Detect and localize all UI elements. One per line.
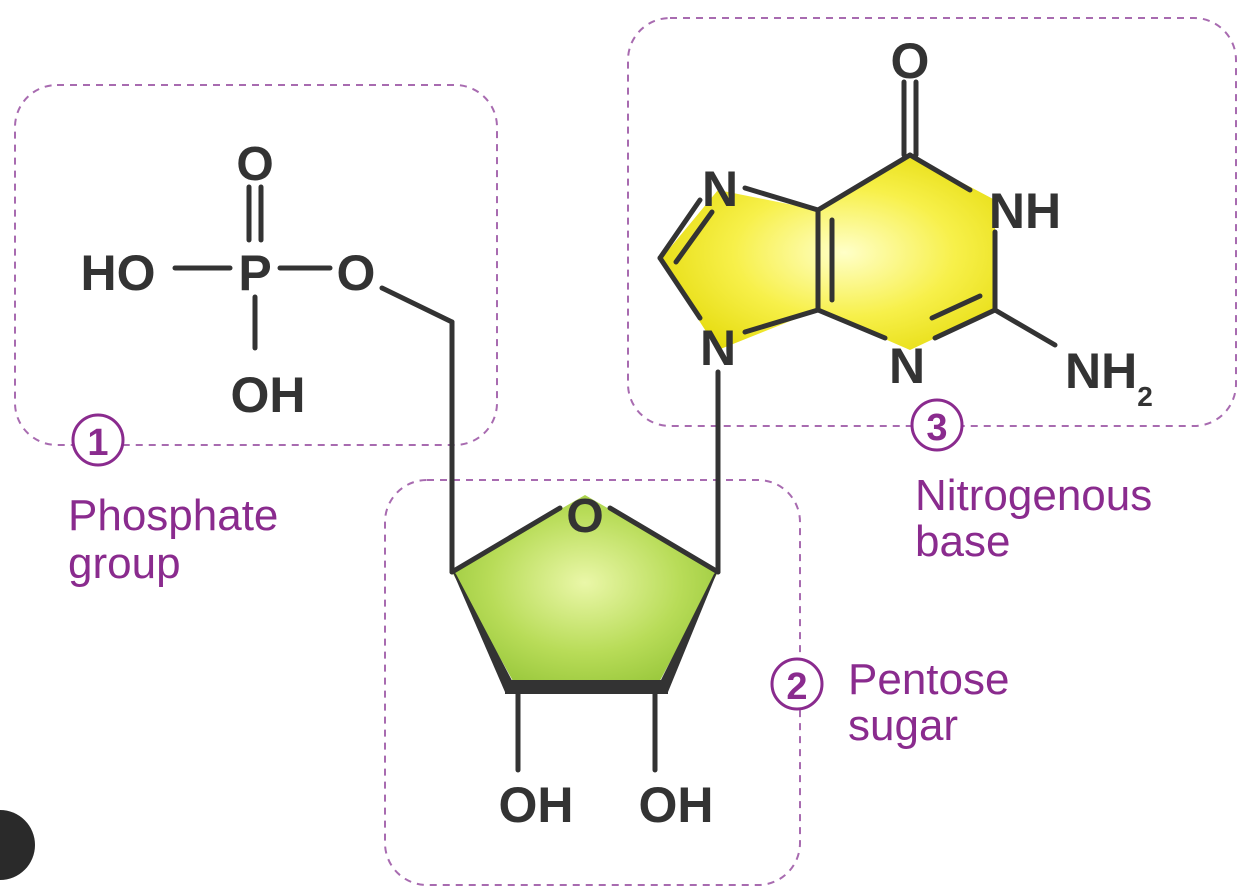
corner-overlay-button[interactable] — [0, 810, 35, 880]
base-label-line1: Nitrogenous — [915, 471, 1152, 520]
phosphate-number: 1 — [87, 422, 108, 464]
sugar-ring-o: O — [566, 490, 603, 543]
base-nh2-main: NH — [1065, 343, 1137, 399]
phosphate-number-circle — [71, 413, 125, 467]
phosphate-o-double: O — [236, 138, 273, 191]
sugar-label-line1: Pentose — [848, 655, 1009, 704]
base-n-bottom: N — [889, 338, 925, 394]
sugar-label: 2 Pentose sugar — [770, 655, 1009, 750]
base-ring-fill — [660, 155, 995, 350]
c1-c2-wedge — [655, 570, 718, 692]
base-n-lower: N — [700, 320, 736, 376]
phosphate-ho: HO — [81, 245, 156, 301]
c4-o-bond — [449, 505, 563, 575]
c6-n1-bond — [907, 152, 973, 193]
phosphate-o-link: O — [337, 245, 376, 301]
c4-c3-wedge — [452, 570, 518, 692]
phosphate-label: 1 Phosphate group — [68, 413, 278, 588]
c5-n7-bond — [742, 185, 821, 213]
phosphate-label-line1: Phosphate — [68, 491, 278, 540]
base-number-circle — [910, 398, 964, 452]
phosphate-p: P — [238, 245, 271, 301]
base-nh: NH — [989, 183, 1061, 239]
base-label-line2: base — [915, 517, 1010, 566]
base-number: 3 — [926, 407, 947, 449]
c8-n9-bond — [657, 255, 703, 321]
base-nh2: NH2 — [1065, 343, 1153, 412]
sugar-ring-fill — [452, 495, 718, 690]
sugar-oh-right: OH — [639, 777, 714, 833]
o-ch2-bond — [379, 285, 455, 325]
c5-c6-bond — [815, 152, 913, 213]
base-n-upper: N — [702, 161, 738, 217]
n7-c8-double — [673, 209, 715, 265]
base-nh2-subscript: 2 — [1137, 381, 1153, 412]
base-o-top: O — [891, 33, 930, 89]
c2-n3-double — [929, 293, 983, 321]
phosphate-oh: OH — [231, 367, 306, 423]
nitrogenous-base: O N N NH N NH2 — [657, 33, 1153, 412]
n7-c8-bond — [657, 197, 703, 261]
sugar-region-box — [384, 479, 801, 886]
phosphate-region-box — [14, 84, 498, 446]
sugar-number-circle — [770, 657, 824, 711]
phosphate-label-line2: group — [68, 539, 181, 588]
sugar-label-line2: sugar — [848, 701, 958, 750]
c2-nh2-bond — [992, 307, 1058, 348]
n3-c4-bond — [815, 307, 888, 341]
pentose-sugar: O OH OH — [449, 369, 721, 833]
sugar-number: 2 — [786, 666, 807, 708]
sugar-oh-left: OH — [499, 777, 574, 833]
o-c1-bond — [607, 505, 721, 575]
c2-n3-bond — [932, 307, 998, 341]
base-label: 3 Nitrogenous base — [910, 398, 1152, 566]
n9-c4-bond — [742, 307, 821, 335]
phosphate-group: O HO P O OH — [81, 138, 455, 575]
c3-c2-bold-bond — [505, 680, 668, 694]
